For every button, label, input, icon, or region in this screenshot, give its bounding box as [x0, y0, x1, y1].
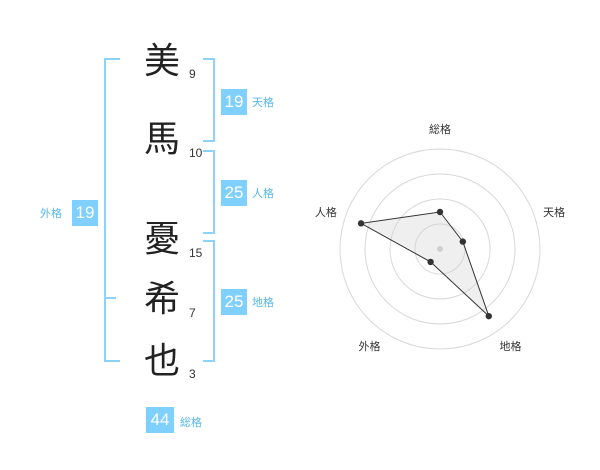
name-char-3: 憂	[143, 219, 180, 260]
chikaku-bracket	[203, 240, 215, 362]
radar-axis-label: 天格	[543, 205, 565, 219]
radar-ring	[364, 173, 516, 325]
name-char-2: 馬	[143, 119, 180, 160]
gaikaku-bracket	[104, 58, 120, 362]
radar-point	[436, 208, 444, 216]
radar-axis-label: 地格	[500, 339, 522, 353]
radar-point	[357, 220, 365, 227]
name-char-4: 希	[143, 279, 180, 320]
chikaku-label: 地格	[252, 296, 274, 309]
radar-ring	[389, 198, 491, 300]
stroke-count-5: 3	[189, 367, 196, 381]
jinkaku-bracket	[203, 150, 215, 234]
radar-axis-label: 人格	[315, 205, 337, 219]
radar-axis-label: 総格	[429, 122, 451, 136]
tenkaku-bracket	[203, 58, 215, 142]
radar-point	[427, 258, 434, 266]
tenkaku-score: 19	[221, 89, 247, 115]
stroke-count-3: 15	[189, 246, 203, 260]
gaikaku-label: 外格	[40, 207, 62, 220]
name-char-5: 也	[143, 341, 180, 382]
jinkaku-score: 25	[221, 180, 247, 206]
soukaku-label: 総格	[180, 416, 202, 429]
radar-axis-label: 外格	[358, 339, 380, 353]
radar-center	[437, 246, 443, 252]
name-char-1: 美	[143, 41, 180, 82]
stroke-count-4: 7	[189, 306, 196, 320]
stroke-count-1: 9	[189, 67, 196, 81]
radar-point	[485, 312, 492, 320]
tenkaku-label: 天格	[252, 96, 274, 109]
radar-polygon	[359, 211, 490, 317]
gaikaku-bracket-tick	[106, 297, 116, 299]
soukaku-score: 44	[146, 407, 174, 433]
radar-point	[459, 238, 467, 245]
jinkaku-label: 人格	[252, 187, 274, 200]
stroke-count-2: 10	[189, 146, 203, 160]
radar-ring	[339, 148, 541, 350]
gaikaku-score: 19	[72, 200, 98, 226]
chikaku-score: 25	[221, 289, 247, 315]
